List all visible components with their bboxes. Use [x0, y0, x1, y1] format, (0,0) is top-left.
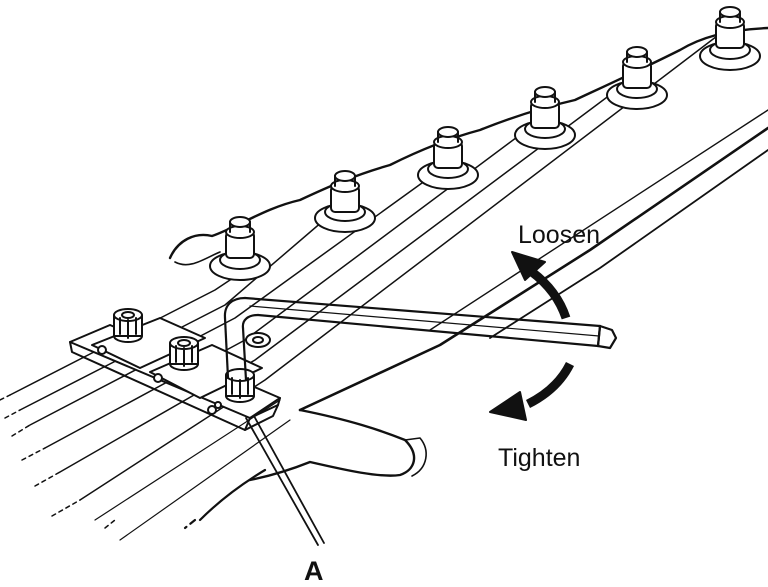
callout-leader-line: [245, 415, 325, 546]
tuning-peg-icon: [417, 126, 479, 190]
loosen-label: Loosen: [518, 221, 600, 249]
locking-nut-icon: [69, 308, 281, 431]
tuning-peg-icon: [314, 170, 376, 233]
tuning-pegs: [209, 6, 761, 281]
nut-bolt-icon: [169, 336, 199, 371]
tuning-peg-icon: [606, 46, 668, 110]
tuning-peg-icon: [699, 6, 761, 71]
screw-icon: [245, 332, 271, 348]
tuning-peg-icon: [514, 86, 576, 150]
tighten-label: Tighten: [498, 444, 580, 472]
nut-bolt-icon: [225, 368, 255, 403]
hex-wrench-icon: [223, 296, 618, 382]
nut-bolt-icon: [113, 308, 143, 343]
guitar-strings: [0, 29, 726, 541]
curved-arrow-up-icon: [511, 251, 571, 320]
headstock-outline: [168, 26, 768, 530]
curved-arrow-down-icon: [489, 361, 575, 421]
callout-a-label: A: [304, 556, 324, 586]
tuning-peg-icon: [209, 216, 271, 281]
